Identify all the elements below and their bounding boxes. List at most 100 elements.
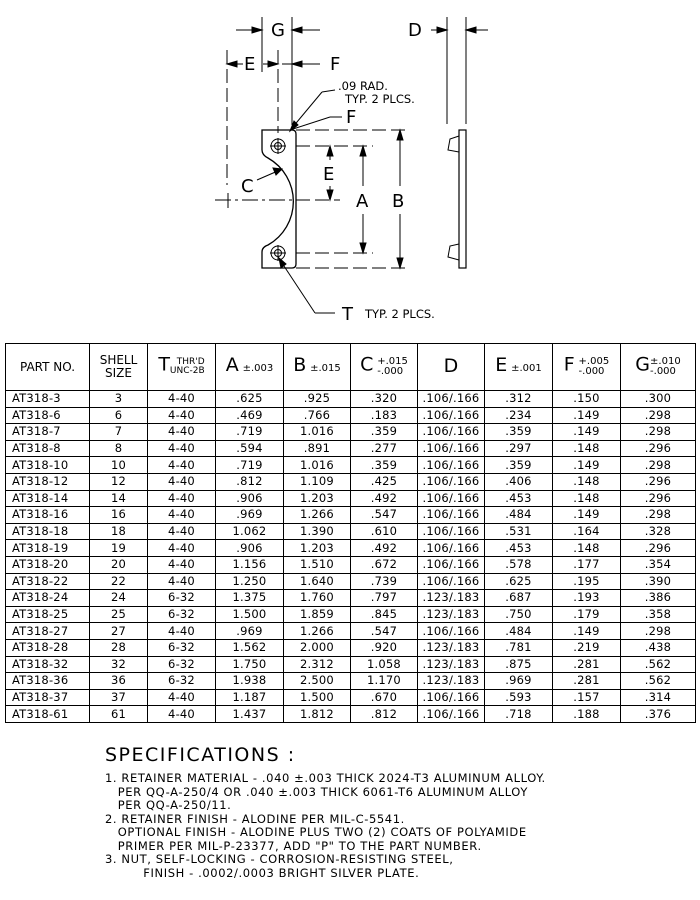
cell-a: .969 — [215, 506, 284, 524]
cell-part-no: AT318-24 — [5, 589, 90, 607]
cell-f: .148 — [552, 539, 621, 557]
cell-a: .906 — [215, 489, 284, 508]
cell-shell-size: 28 — [89, 638, 148, 657]
cell-b: 1.760 — [283, 589, 351, 607]
cell-a: .812 — [215, 472, 284, 491]
cell-f: .149 — [552, 456, 621, 474]
cell-f: .281 — [552, 655, 621, 674]
cell-part-no: AT318-37 — [5, 688, 90, 707]
cell-a: .969 — [215, 622, 284, 640]
spec-line: PER QQ-A-250/4 OR .040 ±.003 THICK 6061-… — [105, 784, 528, 799]
cell-g: .300 — [620, 390, 696, 408]
specifications-heading: SPECIFICATIONS : — [105, 744, 296, 766]
cell-d: .106/.166 — [417, 506, 485, 524]
cell-b: 1.266 — [283, 506, 351, 524]
cell-part-no: AT318-22 — [5, 572, 90, 591]
cell-f: .177 — [552, 555, 621, 574]
spec-line: PER QQ-A-250/11. — [105, 798, 232, 812]
cell-f: .149 — [552, 506, 621, 524]
cell-c: 1.170 — [350, 672, 418, 690]
cell-f: .148 — [552, 472, 621, 491]
cell-g: .298 — [620, 406, 696, 425]
label-e-top: E — [244, 54, 255, 75]
cell-a: 1.500 — [215, 605, 284, 624]
cell-part-no: AT318-12 — [5, 472, 90, 491]
cell-a: 1.187 — [215, 688, 284, 707]
cell-c: .812 — [350, 705, 418, 723]
cell-part-no: AT318-10 — [5, 456, 90, 474]
cell-e: .718 — [484, 705, 553, 723]
cell-part-no: AT318-16 — [5, 506, 90, 524]
cell-g: .358 — [620, 605, 696, 624]
cell-thread: 4-40 — [147, 489, 216, 508]
cell-e: .484 — [484, 622, 553, 640]
cell-b: 2.500 — [283, 672, 351, 690]
cell-f: .281 — [552, 672, 621, 690]
header-c: C +.015-.000 — [350, 343, 418, 391]
spec-line: OPTIONAL FINISH - ALODINE PLUS TWO (2) C… — [105, 825, 527, 839]
label-a: A — [356, 191, 369, 212]
cell-shell-size: 18 — [89, 522, 148, 541]
cell-part-no: AT318-19 — [5, 539, 90, 557]
cell-thread: 6-32 — [147, 672, 216, 690]
cell-g: .390 — [620, 572, 696, 591]
cell-shell-size: 14 — [89, 489, 148, 508]
cell-d: .106/.166 — [417, 572, 485, 591]
cell-thread: 4-40 — [147, 472, 216, 491]
cell-a: 1.250 — [215, 572, 284, 591]
cell-a: 1.750 — [215, 655, 284, 674]
cell-g: .376 — [620, 705, 696, 723]
cell-e: .359 — [484, 456, 553, 474]
cell-b: 1.510 — [283, 555, 351, 574]
cell-a: .719 — [215, 456, 284, 474]
cell-c: .547 — [350, 622, 418, 640]
cell-f: .157 — [552, 688, 621, 707]
cell-shell-size: 3 — [89, 390, 148, 408]
cell-e: .234 — [484, 406, 553, 425]
cell-d: .106/.166 — [417, 489, 485, 508]
cell-a: .594 — [215, 439, 284, 458]
label-e-side: E — [323, 164, 334, 185]
cell-a: .719 — [215, 423, 284, 441]
cell-b: 1.390 — [283, 522, 351, 541]
label-rad-line2: TYP. 2 PLCS. — [344, 92, 415, 106]
cell-d: .123/.183 — [417, 655, 485, 674]
cell-shell-size: 24 — [89, 589, 148, 607]
cell-part-no: AT318-27 — [5, 622, 90, 640]
cell-f: .164 — [552, 522, 621, 541]
header-b: B ±.015 — [283, 343, 351, 391]
cell-f: .188 — [552, 705, 621, 723]
cell-b: 1.203 — [283, 539, 351, 557]
cell-g: .314 — [620, 688, 696, 707]
spec-line: 1. RETAINER MATERIAL - .040 ±.003 THICK … — [105, 771, 546, 785]
cell-shell-size: 10 — [89, 456, 148, 474]
cell-c: .183 — [350, 406, 418, 425]
label-t-note: TYP. 2 PLCS. — [364, 307, 435, 321]
cell-g: .298 — [620, 456, 696, 474]
cell-g: .562 — [620, 672, 696, 690]
cell-thread: 4-40 — [147, 423, 216, 441]
cell-g: .386 — [620, 589, 696, 607]
header-f: F +.005-.000 — [552, 343, 621, 391]
cell-b: 2.000 — [283, 638, 351, 657]
cell-shell-size: 12 — [89, 472, 148, 491]
cell-g: .438 — [620, 638, 696, 657]
header-a: A ±.003 — [215, 343, 284, 391]
cell-part-no: AT318-61 — [5, 705, 90, 723]
label-f-side: F — [346, 107, 356, 128]
cell-d: .106/.166 — [417, 522, 485, 541]
